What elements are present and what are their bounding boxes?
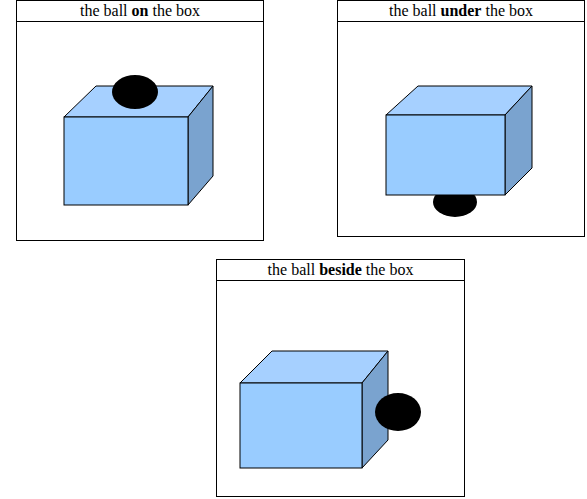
caption-word (172, 2, 176, 19)
caption-word: on (132, 2, 149, 19)
caption-word (437, 2, 441, 19)
caption-word (128, 2, 132, 19)
scene-frame (337, 21, 585, 237)
caption-text: the ball beside the box (268, 261, 414, 279)
caption-word (505, 2, 509, 19)
caption-word (315, 261, 319, 278)
caption-word: the (268, 261, 288, 278)
box-front (386, 115, 505, 195)
caption-word (409, 2, 413, 19)
caption-text: the ball under the box (389, 2, 533, 20)
caption-text: the ball on the box (80, 2, 200, 20)
caption-word: the (485, 2, 505, 19)
scene-frame (16, 21, 264, 241)
caption-word (362, 261, 366, 278)
caption-word: ball (413, 2, 437, 19)
caption-word: box (176, 2, 200, 19)
box-side (505, 86, 532, 195)
box-side (188, 86, 213, 205)
ball (375, 393, 421, 431)
ball (112, 75, 158, 109)
caption-word (100, 2, 104, 19)
box-front (240, 383, 362, 468)
caption-box: the ball on the box (16, 0, 264, 22)
caption-word: the (366, 261, 386, 278)
caption-word: the (80, 2, 100, 19)
box-drawing (386, 86, 532, 195)
caption-word (481, 2, 485, 19)
caption-box: the ball beside the box (216, 259, 465, 281)
caption-word: ball (291, 261, 315, 278)
caption-word (385, 261, 389, 278)
caption-word: the (389, 2, 409, 19)
caption-word (287, 261, 291, 278)
caption-word: the (152, 2, 172, 19)
caption-word: box (509, 2, 533, 19)
caption-box: the ball under the box (337, 0, 585, 22)
caption-word: under (441, 2, 482, 19)
scene-panel: the ball on the box (16, 0, 264, 241)
caption-word: beside (319, 261, 362, 278)
box-drawing (240, 351, 388, 468)
caption-word: box (389, 261, 413, 278)
scene-panel: the ball beside the box (216, 259, 465, 497)
scene-panel: the ball under the box (337, 0, 585, 237)
scene-frame (216, 280, 465, 497)
caption-word: ball (104, 2, 128, 19)
box-front (64, 117, 188, 205)
caption-word (148, 2, 152, 19)
